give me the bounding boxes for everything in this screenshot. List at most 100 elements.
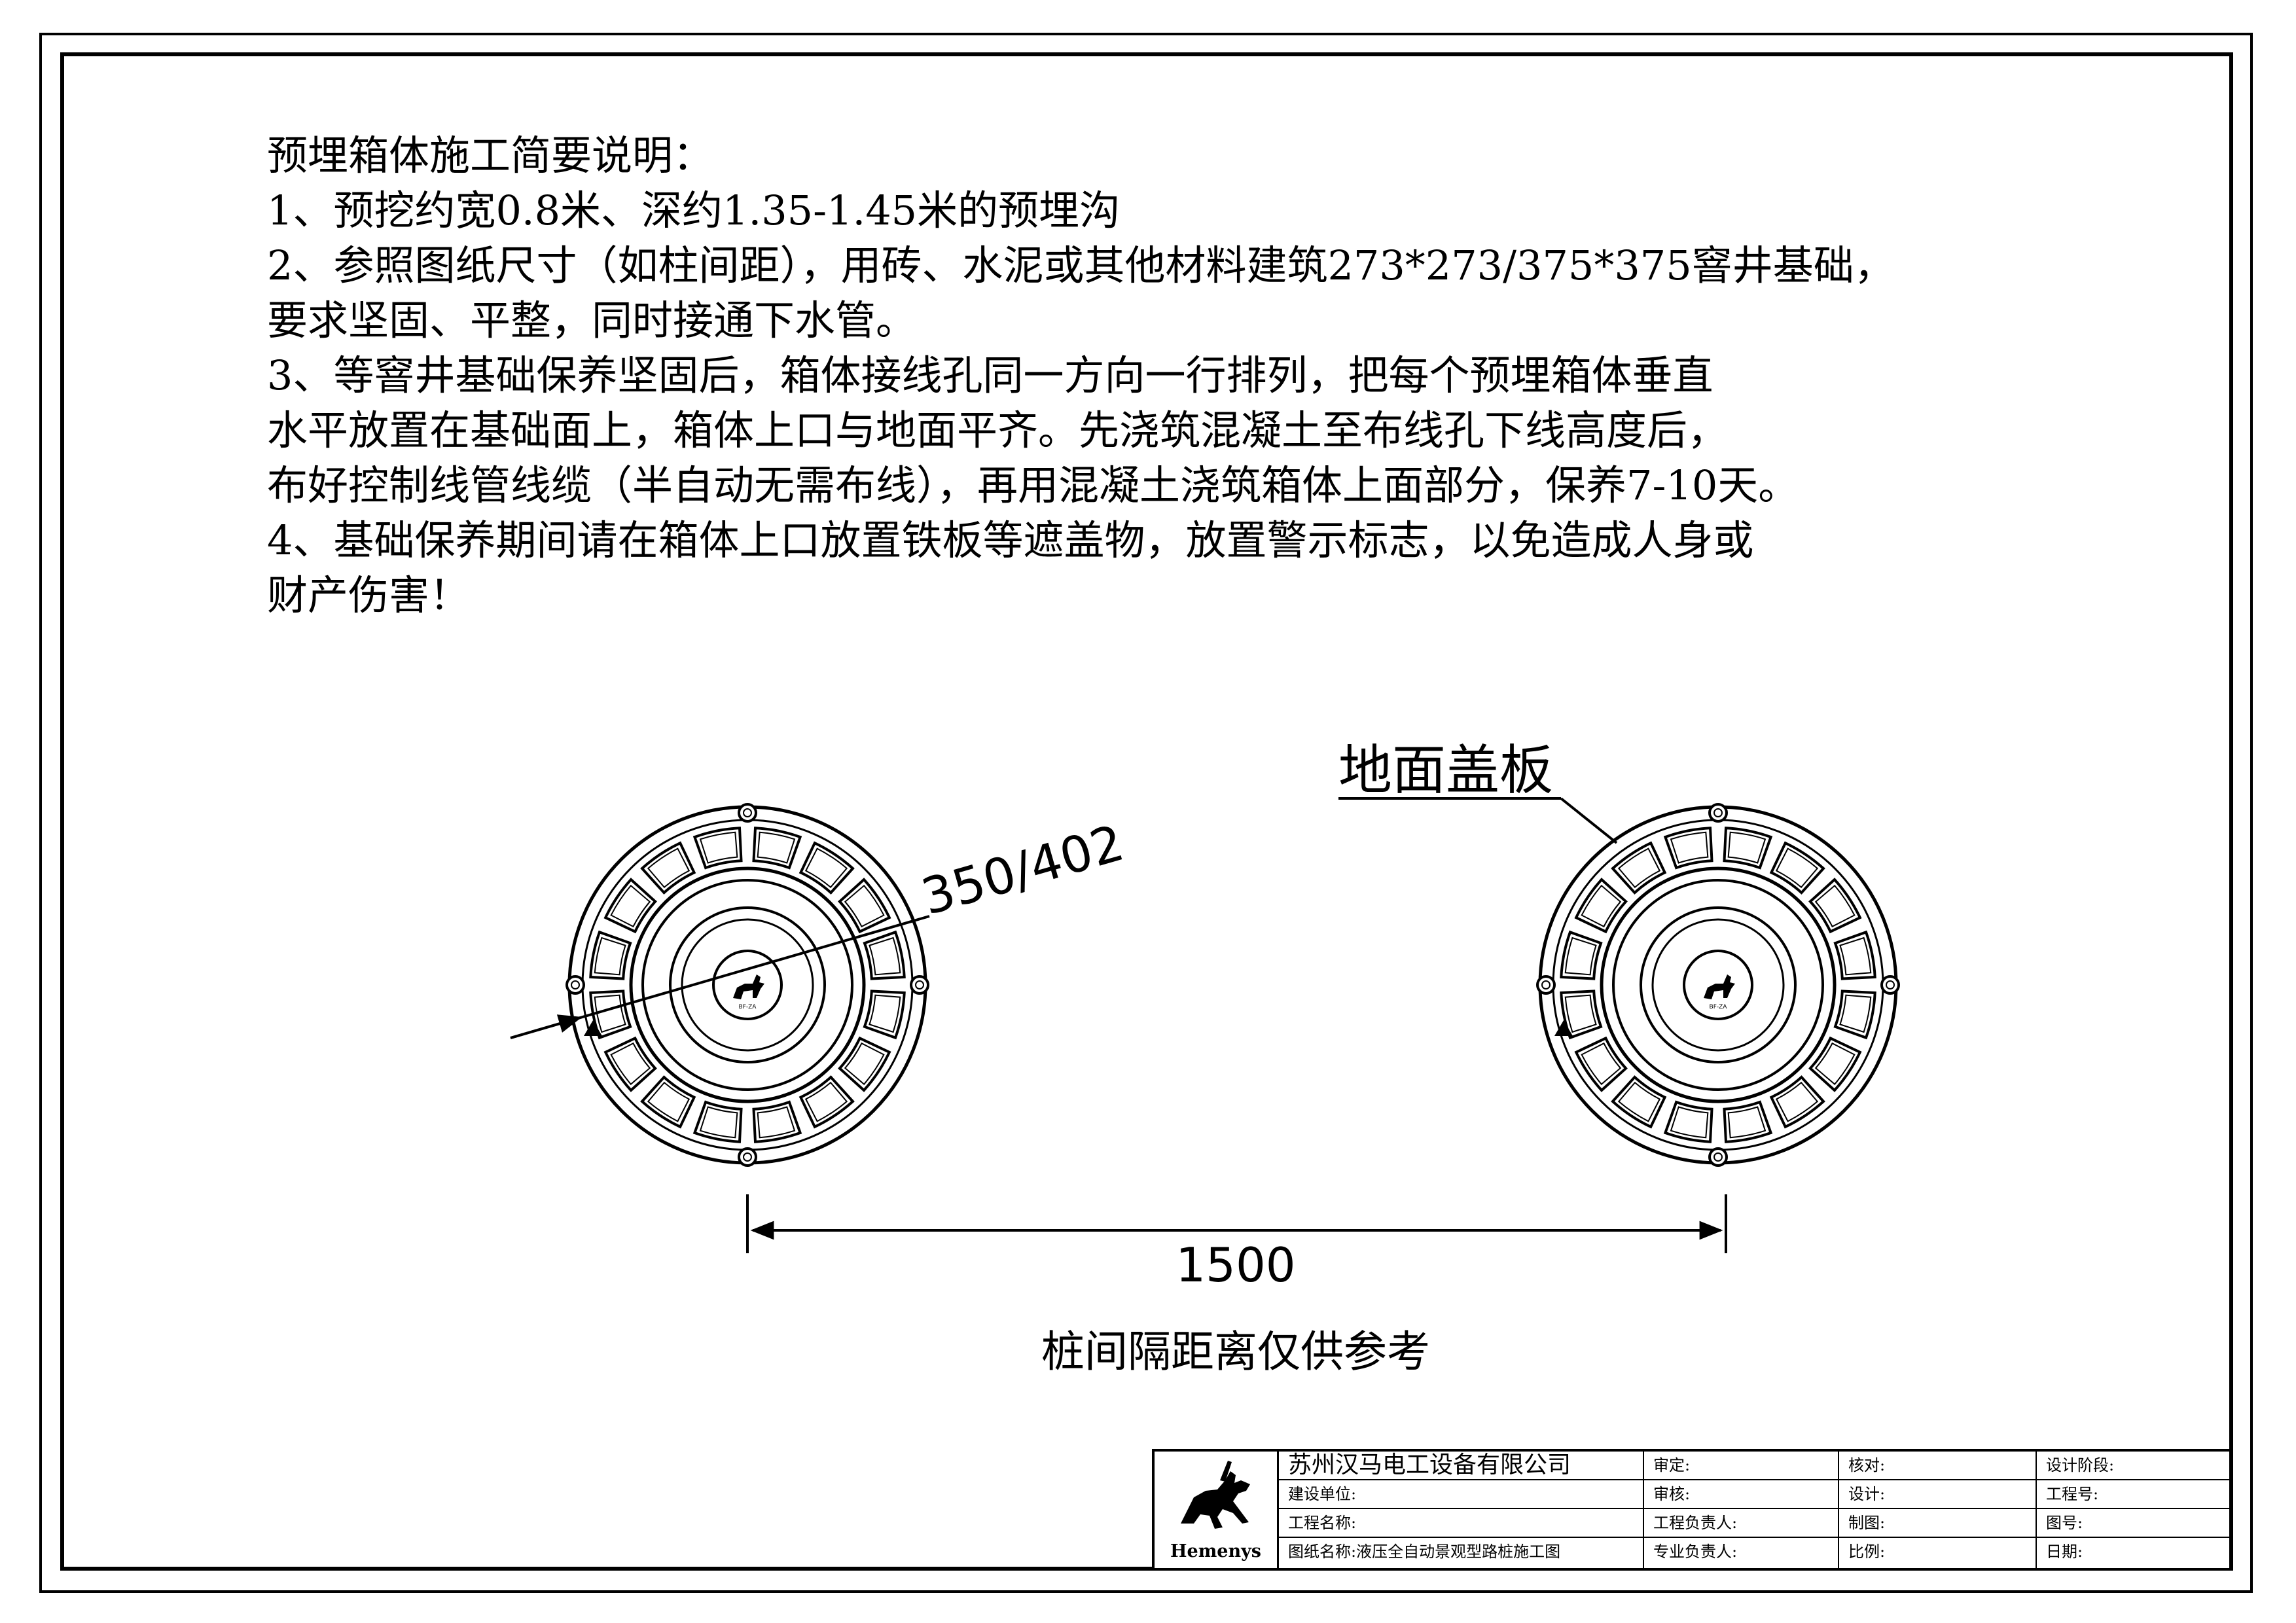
cover-segment [1769, 1075, 1825, 1129]
cover-segment [752, 827, 802, 870]
cover-bolt-center [743, 1152, 752, 1162]
cover-segment-inner [1564, 994, 1597, 1033]
cover-segment-inner [869, 936, 901, 976]
cover-bolt-center [1713, 808, 1723, 817]
cover-segment-inner [699, 831, 738, 864]
cover-segment [1663, 827, 1713, 870]
cover-ring-1 [641, 879, 853, 1091]
title-row-4: 图纸名称:液压全自动景观型路桩施工图 专业负责人: 比例: 日期: [1279, 1538, 2229, 1568]
cover-triangle-marker [584, 1020, 602, 1036]
cover-segment [863, 930, 906, 980]
cover-segment-inner [699, 1106, 738, 1139]
company-logo: Hemenys [1155, 1452, 1279, 1568]
title-row-1: 苏州汉马电工设备有限公司 审定: 核对: 设计阶段: [1279, 1452, 2229, 1480]
cover-segment-inner [1564, 936, 1597, 976]
cover-segment-inner [844, 1042, 885, 1086]
cover-segment [589, 990, 632, 1040]
cover-segment-inner [647, 847, 691, 889]
cover-segment-inner [869, 994, 901, 1033]
callout-leader [1560, 797, 1618, 844]
date-label: 日期: [2046, 1543, 2083, 1561]
note-line-8: 财产伤害！ [267, 571, 471, 619]
cover-segment [1560, 930, 1603, 980]
build-unit-label: 建设单位: [1279, 1480, 1644, 1508]
cover-ring-3 [681, 918, 814, 1052]
cover-pattern-inner-edge [1600, 866, 1837, 1103]
cover-segment-inner [757, 1106, 796, 1139]
cover-segment-inner [1814, 884, 1856, 928]
cover-segment [752, 1100, 802, 1143]
company-name: 苏州汉马电工设备有限公司 [1279, 1452, 1644, 1479]
review-label: 审核: [1644, 1480, 1839, 1508]
cover-segment-inner [804, 847, 848, 889]
cover-ring-2 [1640, 906, 1797, 1063]
cover-pattern-inner-edge [629, 866, 866, 1103]
cover-segment-inner [594, 936, 626, 976]
drawing-name-cell: 图纸名称:液压全自动景观型路桩施工图 [1279, 1538, 1644, 1568]
cover-segment-inner [1839, 936, 1872, 976]
cover-segment [838, 878, 891, 934]
cover-segment-inner [1814, 1042, 1856, 1086]
drawing-border-outer [39, 33, 2253, 1593]
cover-center-ring [712, 950, 783, 1020]
cover-bolt-ring [738, 1147, 757, 1167]
cover-emblem-horse-icon [733, 974, 764, 999]
cover-segment-inner [757, 831, 796, 864]
cover-segment-inner [1581, 1042, 1622, 1086]
cover-segment-inner [1670, 831, 1709, 864]
title-row-3: 工程名称: 工程负责人: 制图: 图号: [1279, 1509, 2229, 1538]
cover-segment [589, 930, 632, 980]
cover-segment [692, 827, 743, 870]
diameter-arrow [510, 1014, 583, 1039]
note-line-1: 1、预挖约宽0.8米、深约1.35-1.45米的预埋沟 [267, 187, 1121, 234]
project-name-label: 工程名称: [1279, 1509, 1644, 1537]
cover-segment [798, 841, 855, 895]
project-no-label: 工程号: [2046, 1485, 2099, 1503]
cover-bolt-center [1886, 980, 1895, 990]
check-label: 核对: [1839, 1452, 2037, 1479]
note-line-4: 3、等窨井基础保养坚固后，箱体接线孔同一方向一行排列，把每个预埋箱体垂直 [267, 351, 1713, 399]
cover-bolt-center [571, 980, 580, 990]
cover-segment-inner [610, 884, 651, 928]
cover-segment-inner [1727, 831, 1767, 864]
discipline-lead-label: 专业负责人: [1644, 1538, 1839, 1568]
cover-segment [1833, 930, 1876, 980]
cover-segment [863, 990, 906, 1040]
cover-segment [1808, 878, 1862, 934]
cover-bolt-ring [1880, 975, 1900, 995]
cover-segment [1808, 1036, 1862, 1092]
title-block: Hemenys 苏州汉马电工设备有限公司 审定: 核对: 设计阶段: 建设单位:… [1152, 1449, 2232, 1571]
cover-segment [1611, 1075, 1667, 1129]
project-lead-label: 工程负责人: [1644, 1509, 1839, 1537]
cover-bolt-ring [1536, 975, 1556, 995]
cover-segment [1833, 990, 1876, 1040]
cover-ring-2 [669, 906, 826, 1063]
cover-segment-inner [844, 884, 885, 928]
cover-plate-left: BF-ZA [565, 803, 929, 1167]
note-line-6: 布好控制线管线缆（半自动无需布线），再用混凝土浇筑箱体上面部分，保养7-10天。 [267, 461, 1799, 509]
cover-bolt-center [915, 980, 924, 990]
cover-bolt-ring [738, 803, 757, 823]
cover-segment [798, 1075, 855, 1129]
cover-bolt-ring [910, 975, 929, 995]
cover-segment [1723, 827, 1773, 870]
title-row-2: 建设单位: 审核: 设计: 工程号: [1279, 1480, 2229, 1509]
cover-segment-inner [1727, 1106, 1767, 1139]
cover-emblem-text: BF-ZA [739, 1004, 757, 1010]
cover-bolt-ring [1708, 1147, 1728, 1167]
cover-plate-right: BF-ZA [1536, 803, 1900, 1167]
cover-segment [692, 1100, 743, 1143]
cover-segment [1769, 841, 1825, 895]
cover-segment-inner [1839, 994, 1872, 1033]
cover-bolt-center [1713, 1152, 1723, 1162]
drawing-name-label: 图纸名称: [1288, 1543, 1357, 1561]
cover-segment [1723, 1100, 1773, 1143]
cover-ring-1 [1612, 879, 1824, 1091]
cover-segment-inner [1581, 884, 1622, 928]
cover-segment [603, 878, 657, 934]
cover-bolt-center [1541, 980, 1551, 990]
drawing-name-value: 液压全自动景观型路桩施工图 [1356, 1543, 1561, 1561]
cover-center-ring [1683, 950, 1753, 1020]
cover-segment [1560, 990, 1603, 1040]
